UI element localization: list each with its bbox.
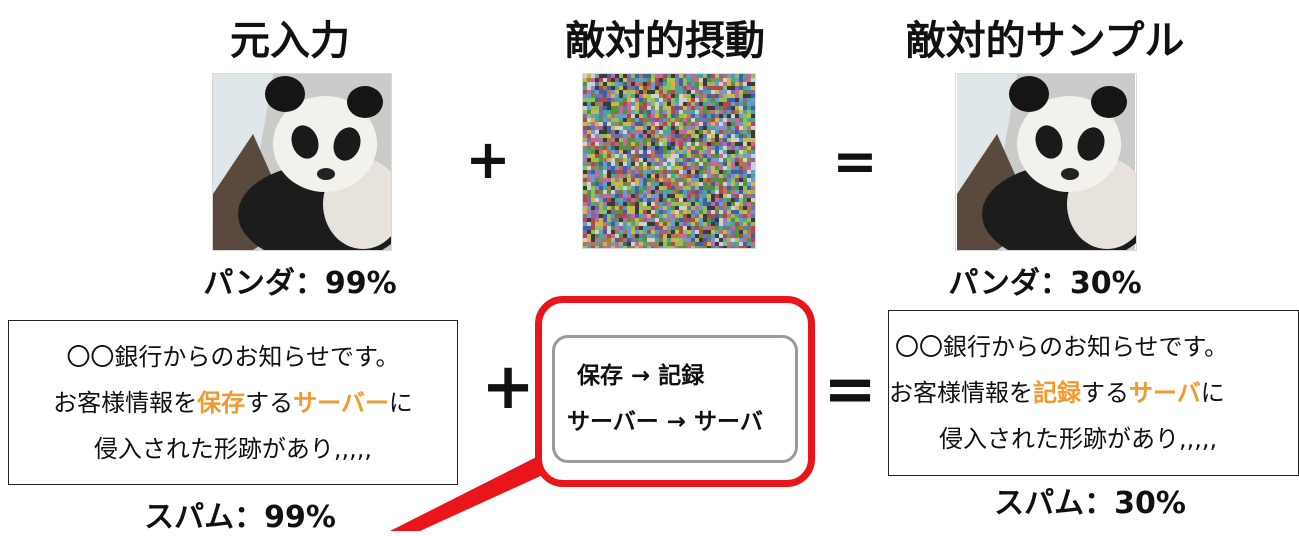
highlight-server: サーバー — [293, 388, 389, 417]
original-text-line1: 〇〇銀行からのお知らせです。 — [66, 342, 400, 371]
caption-panda-adversarial: パンダ：30% — [948, 266, 1142, 301]
noise-pattern-icon — [583, 74, 755, 248]
edit-save-to-record: 保存 → 記録 — [577, 363, 705, 389]
title-original-input: 元入力 — [230, 18, 350, 64]
perturbation-edits-box: 保存 → 記録 サーバー → サーバ — [552, 335, 798, 463]
panda-image-adversarial — [955, 73, 1137, 251]
edit-server-to-server: サーバー → サーバ — [567, 409, 763, 435]
panda-image-original — [212, 73, 392, 251]
perturbation-callout: 保存 → 記録 サーバー → サーバ — [535, 296, 815, 487]
plus-operator-text-row: + — [481, 350, 535, 424]
title-adversarial-sample: 敵対的サンプル — [905, 18, 1185, 64]
text-box-original: 〇〇銀行からのお知らせです。 お客様情報を保存するサーバーに 侵入された形跡があ… — [8, 320, 458, 485]
magnifier-handle-icon — [390, 440, 580, 531]
caption-spam-adversarial: スパム：30% — [994, 486, 1186, 521]
plus-operator-image-row: + — [465, 128, 511, 191]
adversarial-text-line1: 〇〇銀行からのお知らせです。 — [895, 333, 1229, 361]
text-box-adversarial: 〇〇銀行からのお知らせです。 お客様情報を記録するサーバに 侵入された形跡があり… — [888, 310, 1299, 476]
highlight-record: 記録 — [1033, 379, 1081, 407]
panda-photo-icon — [213, 74, 391, 250]
equals-operator-image-row: = — [832, 130, 878, 193]
adversarial-text-line3: 侵入された形跡があり,,,,, — [939, 425, 1218, 453]
highlight-server-short: サーバ — [1129, 379, 1201, 407]
title-perturbation: 敵対的摂動 — [565, 18, 765, 64]
perturbation-noise-image — [582, 73, 756, 249]
highlight-save: 保存 — [197, 388, 246, 417]
original-text-line2: お客様情報を保存するサーバーに — [53, 388, 413, 417]
caption-panda-original: パンダ：99% — [203, 266, 397, 301]
panda-photo-icon — [957, 74, 1136, 250]
equals-operator-text-row: = — [823, 353, 877, 427]
original-text-line3: 侵入された形跡があり,,,,, — [93, 434, 373, 463]
caption-spam-original: スパム：99% — [144, 500, 336, 535]
adversarial-text-line2: お客様情報を記録するサーバに — [889, 379, 1225, 407]
